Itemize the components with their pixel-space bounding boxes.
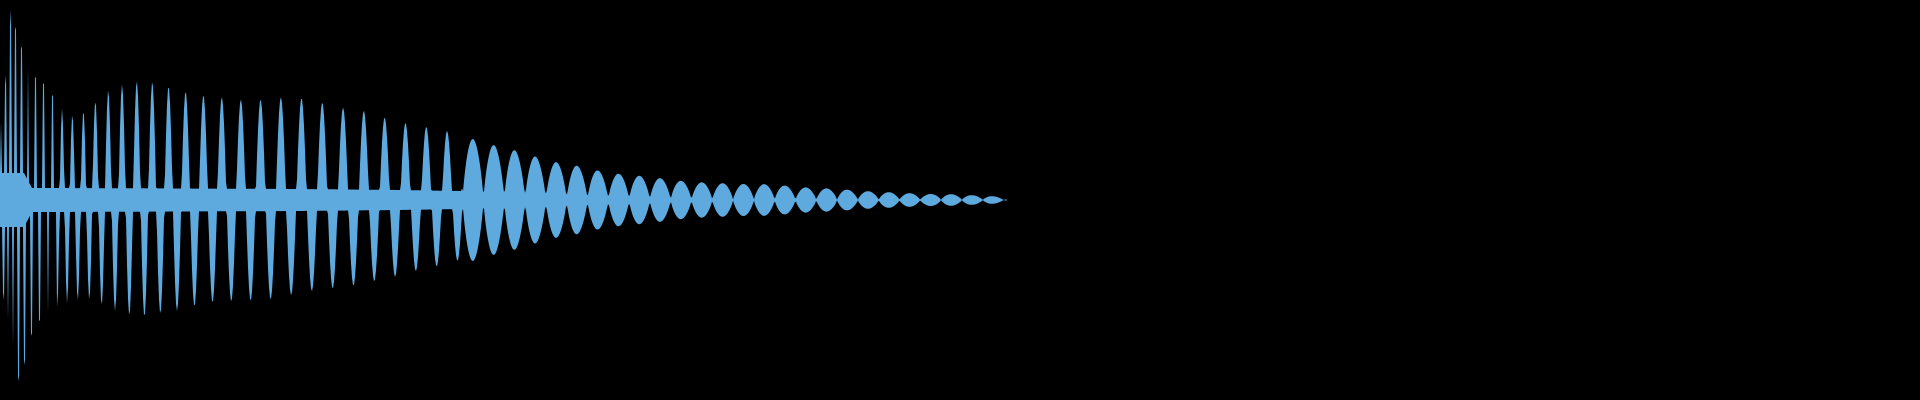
- waveform-shape: [0, 10, 1008, 382]
